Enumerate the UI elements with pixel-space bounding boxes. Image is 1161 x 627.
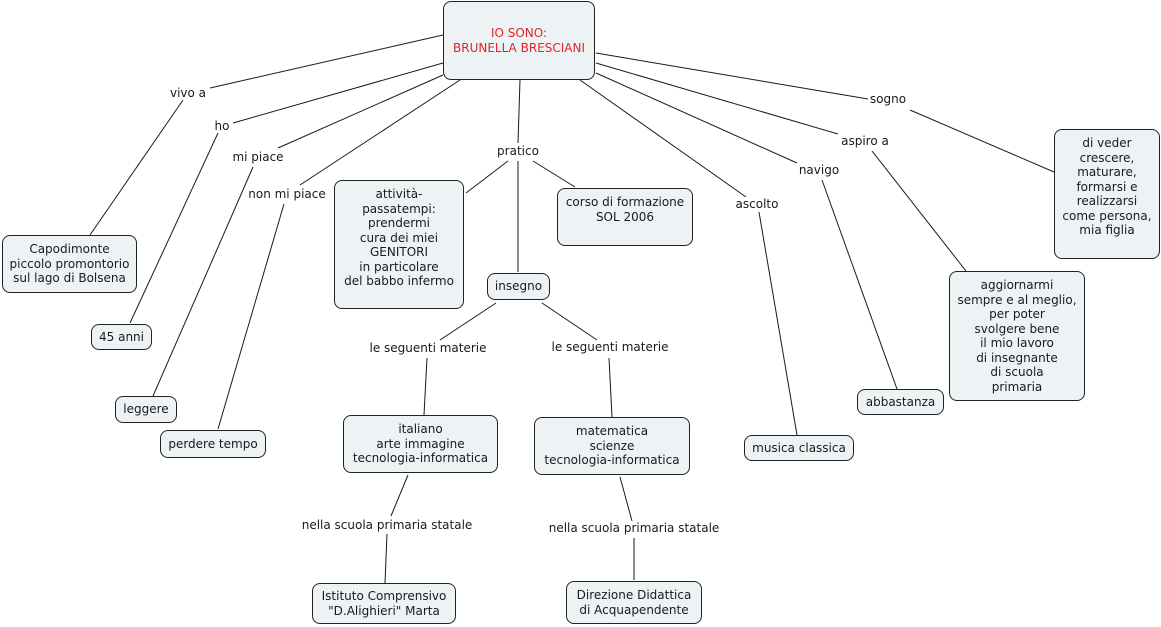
link-pratico-attivita xyxy=(465,160,509,194)
link-root-pratico xyxy=(517,79,521,144)
link-label-materie-left: le seguenti materie xyxy=(367,341,489,355)
link-aspiro-a-aggiornarmi xyxy=(871,150,967,272)
link-root-ho xyxy=(232,62,444,124)
concept-materie-2[interactable]: matematica scienze tecnologia-informatic… xyxy=(534,417,690,475)
link-label-sogno: sogno xyxy=(867,92,909,106)
concept-leggere[interactable]: leggere xyxy=(115,396,177,423)
concept-direzione[interactable]: Direzione Didattica di Acquapendente xyxy=(566,581,702,624)
concept-attivita[interactable]: attività- passatempi: prendermi cura dei… xyxy=(334,180,464,309)
link-scuola-istituto xyxy=(384,533,388,584)
concept-musica[interactable]: musica classica xyxy=(744,435,854,461)
link-label-materie-right: le seguenti materie xyxy=(549,340,671,354)
link-label-scuola-right: nella scuola primaria statale xyxy=(546,521,722,535)
link-sogno-figlia xyxy=(909,109,1055,173)
concept-perdere-tempo[interactable]: perdere tempo xyxy=(160,430,266,458)
link-root-navigo xyxy=(595,72,798,164)
link-root-vivo-a xyxy=(209,34,444,89)
root-concept[interactable]: IO SONO: BRUNELLA BRESCIANI xyxy=(443,1,595,80)
link-box2-scuola xyxy=(619,476,633,522)
link-root-aspiro-a xyxy=(595,62,839,135)
concept-capodimonte[interactable]: Capodimonte piccolo promontorio sul lago… xyxy=(2,235,137,293)
link-label-vivo-a: vivo a xyxy=(167,86,209,100)
link-label-mi-piace: mi piace xyxy=(230,150,286,164)
link-vivo-a-capodimonte xyxy=(89,99,184,236)
link-mi-piace-leggere xyxy=(152,166,254,397)
link-ho-eta xyxy=(129,132,219,324)
link-materie-left-box xyxy=(423,357,428,416)
concept-aggiornarmi[interactable]: aggiornarmi sempre e al meglio, per pote… xyxy=(949,271,1085,401)
link-navigo-abbastanza xyxy=(821,179,898,390)
link-label-non-mi-piace: non mi piace xyxy=(246,187,328,201)
concept-insegno[interactable]: insegno xyxy=(487,273,550,300)
concept-abbastanza[interactable]: abbastanza xyxy=(857,389,944,415)
link-label-navigo: navigo xyxy=(796,163,842,177)
concept-materie-1[interactable]: italiano arte immagine tecnologia-inform… xyxy=(343,415,498,473)
link-non-mi-piace-perdere-tempo xyxy=(217,203,285,430)
concept-istituto[interactable]: Istituto Comprensivo "D.Alighieri" Marta xyxy=(312,583,456,624)
concept-eta[interactable]: 45 anni xyxy=(91,324,152,350)
link-insegno-materie-left xyxy=(439,302,497,341)
link-label-pratico: pratico xyxy=(495,144,541,158)
link-box1-scuola xyxy=(390,474,409,517)
link-insegno-materie-right xyxy=(541,302,598,341)
link-label-ho: ho xyxy=(212,119,232,133)
link-materie-right-box xyxy=(608,357,613,418)
link-pratico-corso xyxy=(532,160,576,188)
link-label-aspiro-a: aspiro a xyxy=(839,134,891,148)
link-label-ascolto: ascolto xyxy=(733,197,781,211)
concept-figlia[interactable]: di veder crescere, maturare, formarsi e … xyxy=(1054,129,1160,259)
link-root-sogno xyxy=(595,52,869,100)
concept-corso[interactable]: corso di formazione SOL 2006 xyxy=(557,188,693,246)
link-root-mi-piace xyxy=(277,74,444,149)
link-ascolto-musica xyxy=(758,211,798,436)
link-root-non-mi-piace xyxy=(299,79,461,186)
link-label-scuola-left: nella scuola primaria statale xyxy=(299,518,475,532)
link-root-ascolto xyxy=(579,79,747,198)
